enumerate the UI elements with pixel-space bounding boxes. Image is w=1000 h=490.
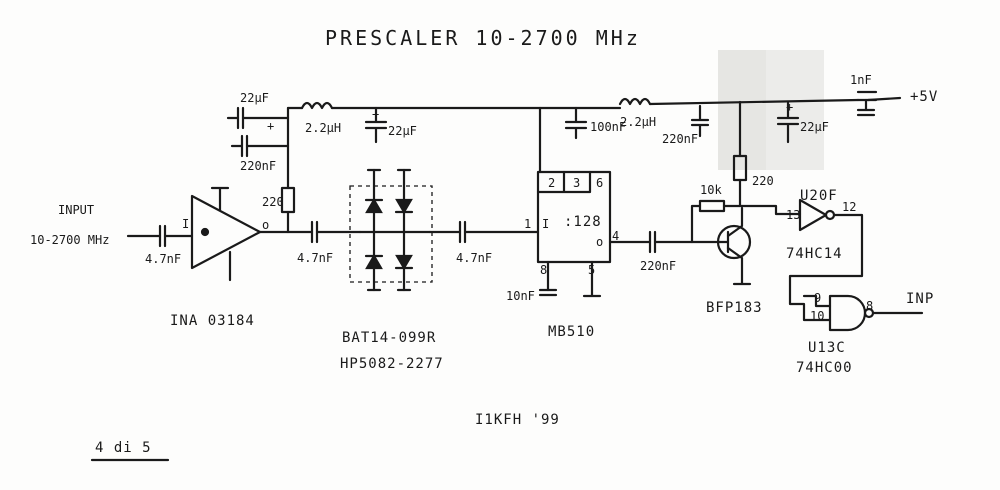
r-10k-label: 10k [700, 183, 722, 197]
c-220nf-coupling [608, 230, 722, 254]
inv-pin-13: 13 [786, 208, 800, 222]
author-mark: I1KFH '99 [475, 412, 560, 428]
amp-pin-out: o [262, 218, 269, 232]
r-220-bias [280, 106, 296, 234]
c-10nf [538, 288, 558, 297]
mb-pin-8: 8 [540, 263, 547, 277]
c-22uf-mid-plus: + [372, 107, 379, 121]
c-220nf-coupling-label: 220nF [640, 259, 676, 273]
nand-ic: 74HC00 [796, 360, 853, 376]
diodes-label-1: BAT14-099R [342, 330, 436, 346]
input-label: INPUT [58, 203, 94, 217]
c-22uf-left-label: 22µF [240, 91, 269, 105]
nand-pin-8: 8 [866, 299, 873, 313]
amplifier-ina03184 [190, 186, 262, 282]
tape-mark [718, 50, 766, 170]
mb-ratio: :128 [564, 214, 602, 230]
bfp183-label: BFP183 [706, 300, 763, 316]
l2-label: 2.2µH [620, 115, 656, 129]
mb-pin-in-letter: I [542, 217, 549, 231]
c-220nf-right [690, 104, 710, 138]
c-4n7-mid-label: 4.7nF [297, 251, 333, 265]
mb510-prescaler [536, 106, 612, 298]
mb-pin-1: 1 [524, 217, 531, 231]
c-1nf-label: 1nF [850, 73, 872, 87]
mb-label: MB510 [548, 324, 595, 340]
diodes-label-2: HP5082-2277 [340, 356, 444, 372]
nand-ref: U13C [808, 340, 846, 356]
diode-package-outline [349, 185, 433, 283]
nand-pin-10: 10 [810, 309, 824, 323]
mb-pin-2: 2 [548, 176, 555, 190]
c-22uf-right-plus: + [786, 100, 793, 114]
page-number: 4 di 5 [95, 440, 152, 456]
c-1nf [856, 98, 876, 117]
input-wire [126, 224, 194, 248]
c-100nf-label: 100nF [590, 120, 626, 134]
r-220-bias-label: 220 [262, 195, 284, 209]
inv-ic: 74HC14 [786, 246, 843, 262]
l1-label: 2.2µH [305, 121, 341, 135]
c-220nf-left-label: 220nF [240, 159, 276, 173]
c-4n7-div [428, 220, 540, 244]
mb-pin-5: 5 [588, 263, 595, 277]
diode-limiter [358, 168, 432, 292]
output-label: INP [906, 291, 934, 307]
r-10k [690, 199, 744, 244]
inverter-74hc14 [788, 198, 864, 322]
inv-ref: U20F [800, 188, 838, 204]
supply-label: +5V [910, 89, 938, 105]
c-22uf-right [776, 101, 800, 144]
nand-pin-9: 9 [814, 291, 821, 305]
mb-pin-4: 4 [612, 229, 619, 243]
supply-rail [286, 90, 902, 110]
r-220-collector [732, 100, 748, 208]
mb-pin-out-letter: o [596, 235, 603, 249]
c-4n7-div-label: 4.7nF [456, 251, 492, 265]
tape-mark [766, 50, 824, 170]
c-22uf-right-label: 22µF [800, 120, 829, 134]
c-22uf-left [226, 106, 290, 130]
collector-to-inverter [740, 204, 802, 216]
c-in-label: 4.7nF [145, 252, 181, 266]
amp-label: INA 03184 [170, 313, 255, 329]
c-10nf-label: 10nF [506, 289, 535, 303]
c-22uf-mid [364, 106, 388, 144]
r-220-collector-label: 220 [752, 174, 774, 188]
c-220nf-left [230, 134, 290, 158]
c-4n7-mid [310, 220, 362, 244]
input-range: 10-2700 MHz [30, 233, 109, 247]
c-22uf-left-plus: + [267, 119, 274, 133]
c-220nf-right-label: 220nF [662, 132, 698, 146]
c-100nf [564, 106, 588, 140]
amp-pin-in: I [182, 217, 189, 231]
title: PRESCALER 10-2700 MHz [325, 26, 641, 50]
mb-pin-6: 6 [596, 176, 603, 190]
bfp183-transistor [716, 206, 752, 286]
c-22uf-mid-label: 22µF [388, 124, 417, 138]
inv-pin-12: 12 [842, 200, 856, 214]
nand-74hc00 [802, 294, 924, 332]
mb-pin-3: 3 [573, 176, 580, 190]
